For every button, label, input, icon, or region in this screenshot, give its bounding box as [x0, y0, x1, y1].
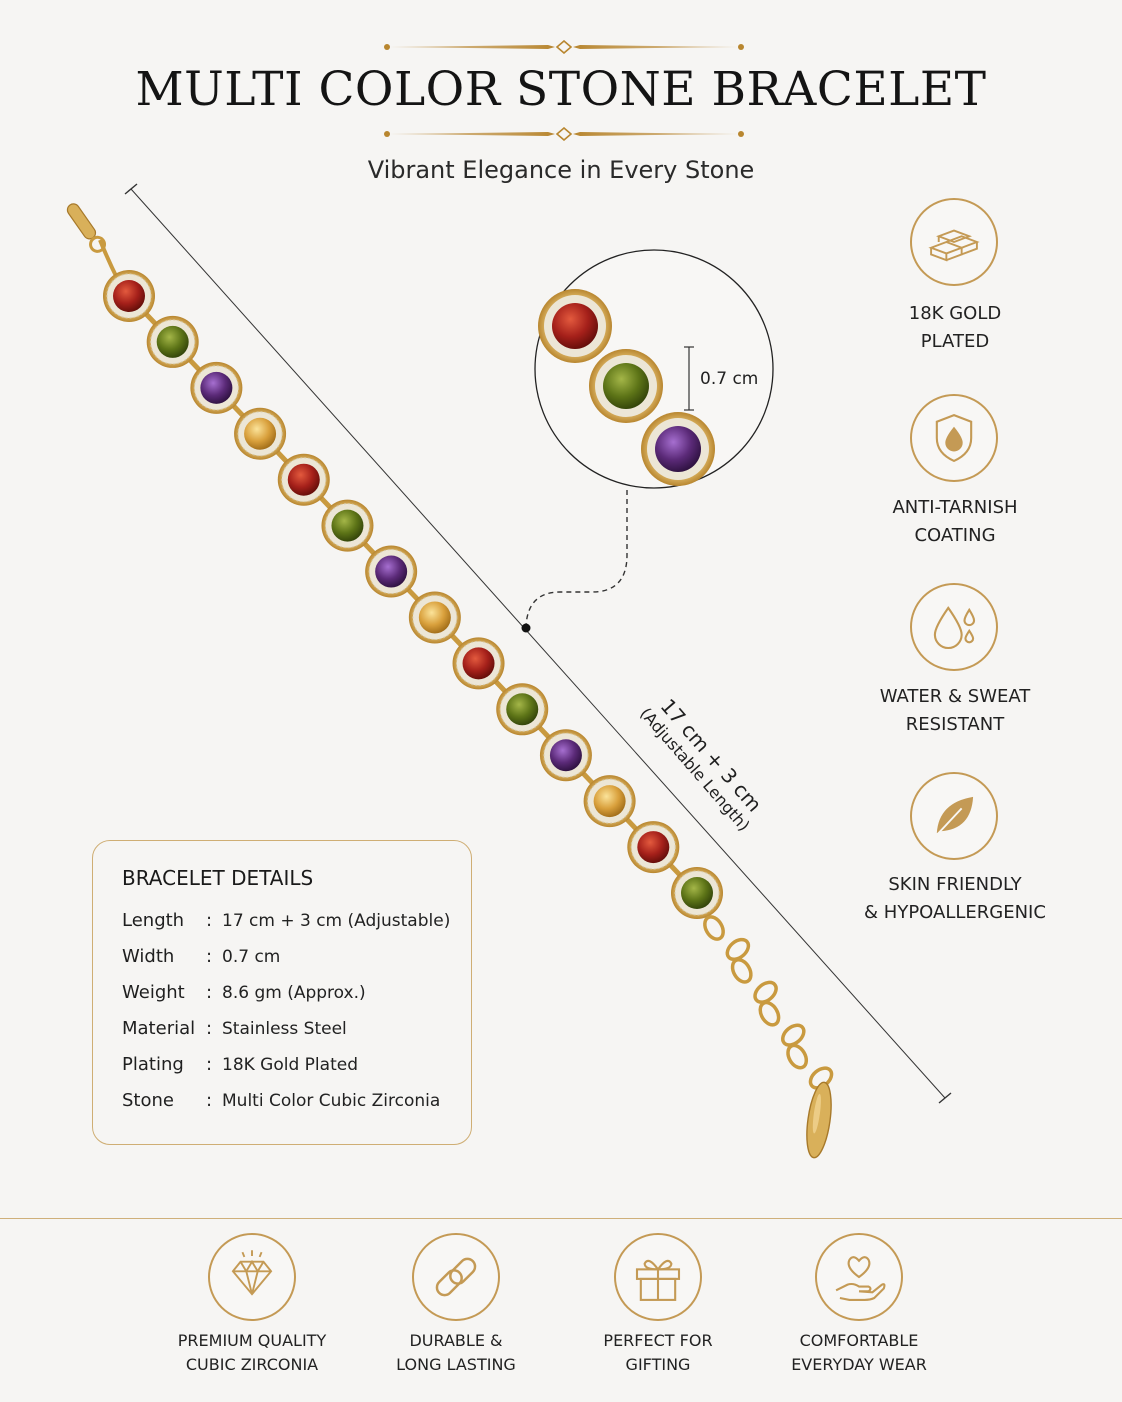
feature-skin-circle — [910, 772, 998, 860]
spec-value-length: 17 cm + 3 cm (Adjustable) — [222, 911, 451, 931]
spec-value-plating: 18K Gold Plated — [222, 1055, 358, 1075]
leaf-icon — [934, 796, 974, 838]
spec-label-weight: Weight — [122, 982, 185, 1003]
stone-amethyst — [365, 545, 418, 598]
bottom-feature-durable-circle — [412, 1233, 500, 1321]
feature-tarnish-label: ANTI-TARNISH COATING — [892, 497, 1018, 546]
stone-citrine — [408, 591, 461, 644]
section-divider — [0, 1218, 1122, 1219]
spec-label-length: Length — [122, 910, 185, 931]
bottom-feature-comfort-label: COMFORTABLE EVERYDAY WEAR — [791, 1331, 927, 1374]
stone-citrine — [234, 407, 287, 460]
feature-gold-label: 18K GOLD PLATED — [908, 303, 1002, 352]
bottom-feature-quality-circle — [208, 1233, 296, 1321]
page-subtitle: Vibrant Elegance in Every Stone — [367, 156, 755, 184]
bottom-feature-comfort-circle — [815, 1233, 903, 1321]
chain-link-icon — [435, 1257, 477, 1297]
spec-value-weight: 8.6 gm (Approx.) — [222, 983, 366, 1003]
spec-value-stone: Multi Color Cubic Zirconia — [222, 1091, 441, 1111]
water-drops-icon — [933, 606, 976, 650]
stone-ruby — [277, 453, 330, 506]
feature-gold-circle — [910, 198, 998, 286]
bottom-feature-gift-circle — [614, 1233, 702, 1321]
bracelet-illustration — [66, 183, 952, 1159]
gold-bars-icon — [928, 229, 980, 262]
stone-amethyst — [539, 729, 592, 782]
stone-peridot — [321, 499, 374, 552]
details-title: BRACELET DETAILS — [122, 866, 314, 890]
page-title: MULTI COLOR STONE BRACELET — [135, 62, 987, 117]
stone-peridot — [146, 315, 199, 368]
bracelet-stones — [103, 270, 723, 919]
stone-ruby — [452, 637, 505, 690]
stone-ruby — [627, 821, 680, 874]
charm-tag — [806, 1081, 832, 1159]
spec-label-width: Width — [122, 946, 175, 967]
stone-ruby — [103, 270, 155, 322]
zoom-connector — [525, 490, 628, 627]
stone-citrine — [583, 775, 636, 828]
extension-chain — [703, 915, 834, 1090]
gift-icon — [635, 1259, 681, 1301]
feature-water-circle — [910, 583, 998, 671]
width-label: 0.7 cm — [700, 369, 759, 389]
bottom-ornament — [384, 127, 744, 141]
spec-label-plating: Plating — [122, 1054, 184, 1075]
stone-peridot — [496, 683, 549, 736]
clasp — [66, 203, 107, 253]
top-ornament — [384, 40, 744, 54]
length-measure-line — [130, 188, 946, 1099]
bottom-feature-gift-label: PERFECT FOR GIFTING — [603, 1331, 713, 1374]
bottom-feature-quality-label: PREMIUM QUALITY CUBIC ZIRCONIA — [177, 1331, 327, 1374]
details-box — [92, 840, 472, 1145]
zoom-stones — [538, 289, 715, 486]
stone-amethyst — [190, 361, 243, 414]
spec-value-width: 0.7 cm — [222, 947, 281, 967]
diamond-icon — [231, 1250, 273, 1296]
feature-tarnish-circle — [910, 394, 998, 482]
feature-skin-label: SKIN FRIENDLY & HYPOALLERGENIC — [864, 874, 1046, 923]
heart-hand-icon — [835, 1256, 886, 1301]
stone-peridot — [671, 867, 723, 919]
spec-label-stone: Stone — [122, 1090, 174, 1111]
shield-drop-icon — [935, 413, 973, 463]
feature-water-label: WATER & SWEAT RESISTANT — [879, 686, 1031, 735]
bottom-feature-durable-label: DURABLE & LONG LASTING — [396, 1331, 516, 1374]
spec-value-material: Stainless Steel — [222, 1019, 347, 1039]
spec-label-material: Material — [122, 1018, 196, 1039]
